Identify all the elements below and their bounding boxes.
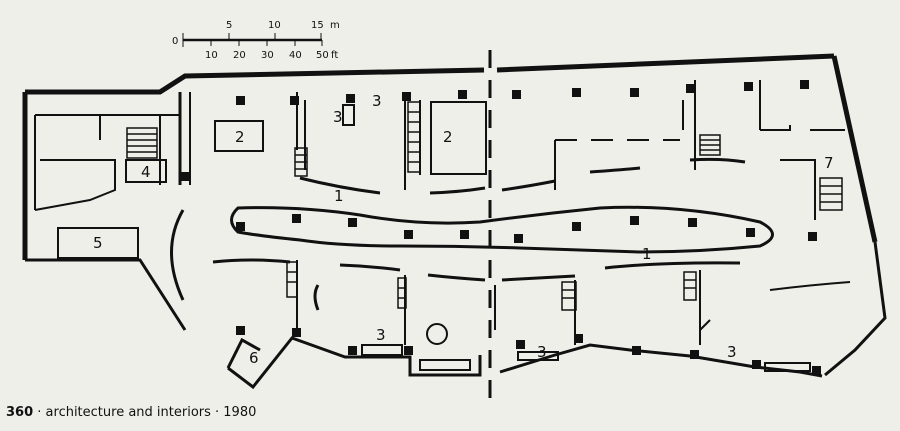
room-label-4: 4 bbox=[141, 163, 151, 181]
scale-tick-10ft: 10 bbox=[205, 50, 218, 61]
room-boxes bbox=[57, 101, 811, 372]
scale-tick-40ft: 40 bbox=[289, 50, 302, 61]
scale-tick-5m: 5 bbox=[226, 20, 232, 31]
room-label-2-left: 2 bbox=[235, 128, 245, 146]
room-label-3-bottom-left: 3 bbox=[376, 326, 386, 344]
room-label-7: 7 bbox=[824, 154, 834, 172]
scale-tick-20ft: 20 bbox=[233, 50, 246, 61]
scale-tick-50ft: 50 bbox=[316, 50, 329, 61]
scale-tick-15m: 15 bbox=[311, 20, 324, 31]
scale-unit-m: m bbox=[330, 20, 340, 31]
room-label-3-bottom-mid: 3 bbox=[537, 343, 547, 361]
room-label-6: 6 bbox=[249, 349, 259, 367]
staircases bbox=[126, 101, 843, 311]
page-caption: 360 · architecture and interiors · 1980 bbox=[6, 405, 256, 420]
room-label-1-upper: 1 bbox=[334, 187, 344, 205]
room-label-3-top-small: 3 bbox=[333, 108, 343, 126]
page-number: 360 bbox=[6, 405, 34, 420]
scale-unit-ft: ft bbox=[331, 50, 338, 61]
scale-tick-10m: 10 bbox=[268, 20, 281, 31]
outer-walls bbox=[22, 53, 887, 390]
room-label-5: 5 bbox=[93, 234, 103, 252]
scale-tick-0m: 0 bbox=[172, 36, 178, 47]
room-label-3-top: 3 bbox=[372, 92, 382, 110]
scale-bar bbox=[182, 33, 323, 47]
columns bbox=[180, 80, 821, 375]
caption-text: · architecture and interiors · 1980 bbox=[33, 405, 257, 420]
scale-tick-30ft: 30 bbox=[261, 50, 274, 61]
interior-walls bbox=[34, 80, 851, 345]
room-label-3-bottom-right: 3 bbox=[727, 343, 737, 361]
room-label-2-right: 2 bbox=[443, 128, 453, 146]
room-label-1-lower: 1 bbox=[642, 245, 652, 263]
